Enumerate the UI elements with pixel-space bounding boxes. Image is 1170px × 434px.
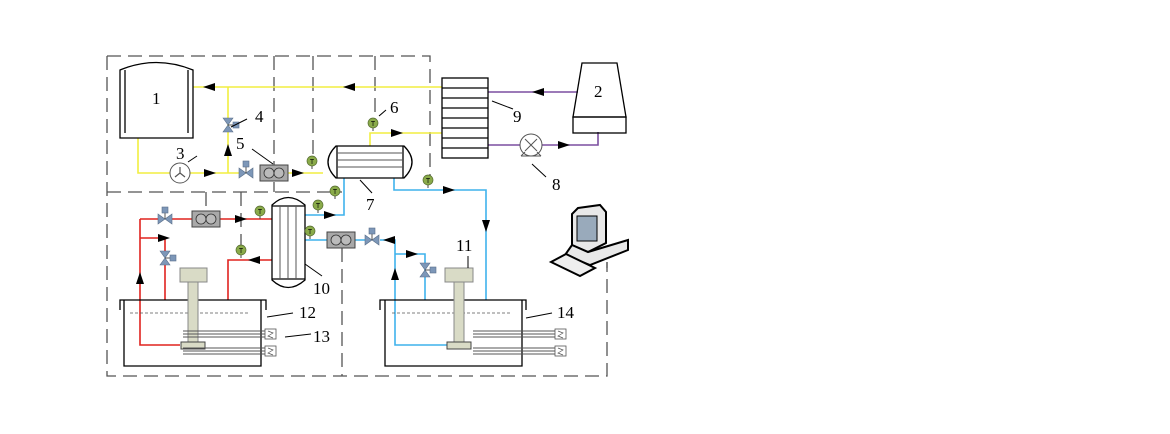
flow-arrow xyxy=(406,250,418,258)
flow-meter xyxy=(191,210,221,228)
label-11: 11 xyxy=(456,236,472,255)
label-13: 13 xyxy=(313,327,330,346)
flow-arrow xyxy=(482,220,490,232)
flow-arrow xyxy=(343,83,355,91)
plate-heat-exchanger-9 xyxy=(441,77,489,159)
flow-arrow xyxy=(532,88,544,96)
flow-meter xyxy=(326,231,356,249)
flow-arrow xyxy=(383,236,395,244)
heat-exchanger-10 xyxy=(271,196,306,289)
flow-arrow xyxy=(248,256,260,264)
valve[interactable] xyxy=(159,250,177,266)
cold-water-loop xyxy=(305,178,490,346)
flow-arrow xyxy=(391,268,399,280)
label-7: 7 xyxy=(366,195,375,214)
cold-water-tank-14 xyxy=(379,267,567,367)
cooling-water-loop xyxy=(488,88,599,149)
flow-arrow xyxy=(204,169,216,177)
label-2: 2 xyxy=(594,82,603,101)
flow-arrow xyxy=(443,186,455,194)
water-pump-8 xyxy=(519,133,543,157)
electric-heater xyxy=(182,345,277,357)
compressor xyxy=(169,162,191,184)
control-boundaries xyxy=(106,55,608,377)
flow-arrow xyxy=(235,215,247,223)
storage-tank xyxy=(119,61,194,139)
label-6: 6 xyxy=(390,98,399,117)
temperature-sensor xyxy=(312,199,324,214)
flow-arrow xyxy=(324,211,336,219)
expansion-valve-4[interactable] xyxy=(222,117,240,133)
electric-heater xyxy=(472,328,567,340)
flow-arrow xyxy=(391,129,403,137)
temperature-sensor-6 xyxy=(367,117,379,132)
electric-heater xyxy=(472,345,567,357)
stirrer-motor-11 xyxy=(444,267,474,283)
electric-heater-13 xyxy=(182,328,277,340)
valve[interactable] xyxy=(157,206,173,225)
temperature-sensor xyxy=(304,225,316,240)
flow-arrow xyxy=(558,141,570,149)
computer-icon xyxy=(548,203,629,278)
valve[interactable] xyxy=(419,262,437,278)
label-4: 4 xyxy=(255,107,264,126)
label-8: 8 xyxy=(552,175,561,194)
refrigerant-loop xyxy=(137,83,442,177)
flow-arrow xyxy=(203,83,215,91)
label-3: 3 xyxy=(176,144,185,163)
label-1: 1 xyxy=(152,89,161,108)
hot-water-tank-12 xyxy=(119,267,277,367)
flow-meter-5 xyxy=(259,164,289,182)
cooling-tower xyxy=(572,62,627,134)
temperature-sensor xyxy=(329,185,341,200)
temperature-sensor xyxy=(254,205,266,220)
label-12: 12 xyxy=(299,303,316,322)
label-10: 10 xyxy=(313,279,330,298)
label-14: 14 xyxy=(557,303,575,322)
valve[interactable] xyxy=(238,160,254,179)
flow-arrow xyxy=(224,144,232,156)
flow-arrow xyxy=(136,272,144,284)
leader-lines xyxy=(187,100,608,338)
label-9: 9 xyxy=(513,107,522,126)
flow-arrow xyxy=(292,169,304,177)
temperature-sensor xyxy=(422,174,434,189)
hot-water-loop xyxy=(136,215,272,346)
heat-exchanger-7 xyxy=(327,145,413,179)
temperature-sensor xyxy=(235,244,247,259)
valve[interactable] xyxy=(364,227,380,246)
temperature-sensor xyxy=(306,155,318,170)
flow-arrow xyxy=(158,234,170,242)
label-5: 5 xyxy=(236,134,245,153)
